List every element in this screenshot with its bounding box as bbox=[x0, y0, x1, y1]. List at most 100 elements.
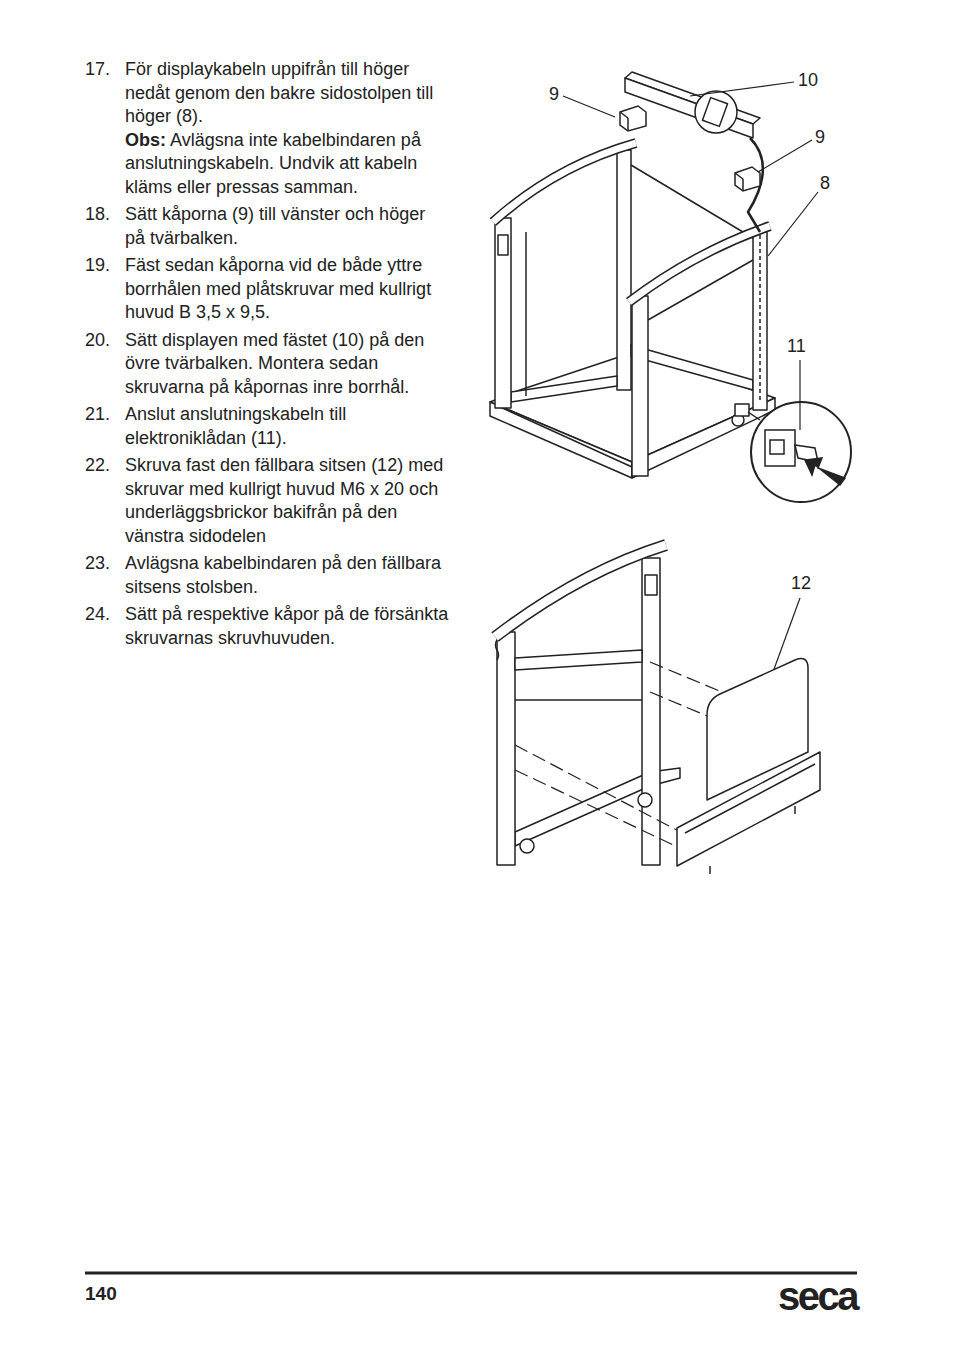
detail-circle bbox=[765, 430, 795, 466]
step-number: 22. bbox=[85, 454, 125, 548]
list-item: 19.Fäst sedan kåporna vid de både yttre … bbox=[85, 254, 450, 325]
step-body: Fäst sedan kåporna vid de både yttre bor… bbox=[125, 254, 450, 325]
frame-lower bbox=[515, 699, 642, 701]
step-body: Sätt kåporna (9) till vänster och höger … bbox=[125, 203, 450, 250]
step-number: 23. bbox=[85, 552, 125, 599]
callout-number: 12 bbox=[790, 573, 812, 593]
footer-rule bbox=[85, 1272, 857, 1275]
step-text: Anslut anslutningskabeln till elektronik… bbox=[125, 403, 450, 450]
folding-seat bbox=[677, 659, 820, 874]
frame-lower bbox=[520, 839, 534, 853]
frame-lower bbox=[497, 632, 515, 865]
frame-upper bbox=[735, 404, 749, 416]
note-spacer bbox=[166, 130, 170, 150]
frame-lower bbox=[638, 793, 652, 807]
step-text: Sätt kåporna (9) till vänster och höger … bbox=[125, 203, 450, 250]
frame-upper bbox=[498, 235, 508, 255]
step-body: Sätt på respektive kåpor på de försänkta… bbox=[125, 603, 450, 650]
cover-caps bbox=[735, 167, 760, 191]
frame-upper bbox=[493, 143, 636, 222]
step-body: För displaykabeln uppifrån till höger ne… bbox=[125, 58, 450, 199]
step-body: Sätt displayen med fästet (10) på den öv… bbox=[125, 329, 450, 400]
display-crossbar bbox=[702, 98, 727, 127]
step-text: Skruva fast den fällbara sitsen (12) med… bbox=[125, 454, 450, 548]
frame-upper bbox=[759, 235, 761, 402]
frame-lower bbox=[495, 545, 680, 865]
frame-lower bbox=[495, 545, 666, 637]
callout-number: 9 bbox=[548, 84, 560, 104]
list-item: 22.Skruva fast den fällbara sitsen (12) … bbox=[85, 454, 450, 548]
frame-upper bbox=[753, 228, 767, 410]
frame-upper bbox=[617, 150, 631, 390]
instruction-list: 17.För displaykabeln uppifrån till höger… bbox=[85, 58, 450, 654]
step-text: Sätt displayen med fästet (10) på den öv… bbox=[125, 329, 450, 400]
folding-seat bbox=[685, 764, 815, 833]
frame-upper bbox=[490, 402, 632, 478]
page-number: 140 bbox=[85, 1283, 117, 1305]
list-item: 21.Anslut anslutningskabeln till elektro… bbox=[85, 403, 450, 450]
assembly-dashes bbox=[515, 745, 688, 836]
frame-upper bbox=[631, 345, 753, 390]
callout-number: 11 bbox=[786, 336, 807, 356]
frame-lower bbox=[515, 650, 642, 670]
cover-caps bbox=[620, 106, 760, 191]
frame-upper bbox=[648, 260, 753, 320]
frame-upper bbox=[525, 232, 527, 396]
frame-upper bbox=[493, 143, 636, 222]
cover-caps bbox=[735, 173, 743, 179]
leader-lines bbox=[563, 82, 818, 735]
folding-seat bbox=[709, 866, 711, 874]
step-text: Sätt på respektive kåpor på de försänkta… bbox=[125, 603, 450, 650]
list-item: 20.Sätt displayen med fästet (10) på den… bbox=[85, 329, 450, 400]
step-number: 17. bbox=[85, 58, 125, 199]
cover-caps bbox=[620, 106, 646, 131]
frame-upper bbox=[632, 296, 648, 476]
cover-caps bbox=[620, 112, 628, 118]
step-body: Avlägsna kabelbindaren på den fällbara s… bbox=[125, 552, 450, 599]
frame-lower bbox=[496, 640, 499, 660]
folding-seat bbox=[677, 752, 820, 866]
leader-lines bbox=[799, 360, 800, 430]
leader-lines bbox=[690, 82, 794, 96]
step-body: Anslut anslutningskabeln till elektronik… bbox=[125, 403, 450, 450]
list-item: 18.Sätt kåporna (9) till vänster och hög… bbox=[85, 203, 450, 250]
cover-caps bbox=[742, 179, 744, 191]
list-item: 24.Sätt på respektive kåpor på de försän… bbox=[85, 603, 450, 650]
callout-number: 8 bbox=[819, 173, 831, 193]
step-body: Skruva fast den fällbara sitsen (12) med… bbox=[125, 454, 450, 548]
leader-lines bbox=[758, 140, 812, 172]
step-text: Fäst sedan kåporna vid de både yttre bor… bbox=[125, 254, 450, 325]
frame-upper bbox=[490, 143, 775, 478]
note-heading: Obs: bbox=[125, 130, 166, 150]
step-number: 21. bbox=[85, 403, 125, 450]
display-crossbar bbox=[695, 91, 737, 133]
frame-lower bbox=[645, 575, 657, 595]
step-number: 19. bbox=[85, 254, 125, 325]
step-number: 20. bbox=[85, 329, 125, 400]
frame-upper bbox=[500, 407, 632, 467]
frame-upper bbox=[495, 218, 511, 408]
detail-circle bbox=[751, 402, 851, 502]
frame-lower bbox=[495, 545, 666, 637]
list-item: 23.Avlägsna kabelbindaren på den fällbar… bbox=[85, 552, 450, 599]
frame-upper bbox=[511, 376, 617, 402]
step-number: 24. bbox=[85, 603, 125, 650]
step-number: 18. bbox=[85, 203, 125, 250]
detail-circle bbox=[770, 440, 784, 454]
callout-number: 10 bbox=[797, 70, 819, 90]
step-text: För displaykabeln uppifrån till höger ne… bbox=[125, 58, 450, 129]
frame-upper bbox=[629, 226, 770, 302]
cover-caps bbox=[627, 118, 629, 131]
step-text: Avlägsna kabelbindaren på den fällbara s… bbox=[125, 552, 450, 599]
assembly-dashes bbox=[650, 662, 722, 692]
leader-lines bbox=[768, 192, 818, 256]
leader-lines bbox=[563, 96, 615, 117]
display-crossbar bbox=[625, 78, 753, 138]
folding-seat bbox=[794, 806, 796, 814]
assembly-dashes bbox=[515, 770, 688, 852]
note-text: Avlägsna inte kabelbindaren på anslutnin… bbox=[125, 130, 421, 197]
detail-circle bbox=[805, 458, 845, 485]
assembly-dashes bbox=[650, 692, 712, 718]
callout-number: 9 bbox=[814, 127, 826, 147]
note: Obs: Avlägsna inte kabelbindaren på ansl… bbox=[125, 129, 450, 200]
